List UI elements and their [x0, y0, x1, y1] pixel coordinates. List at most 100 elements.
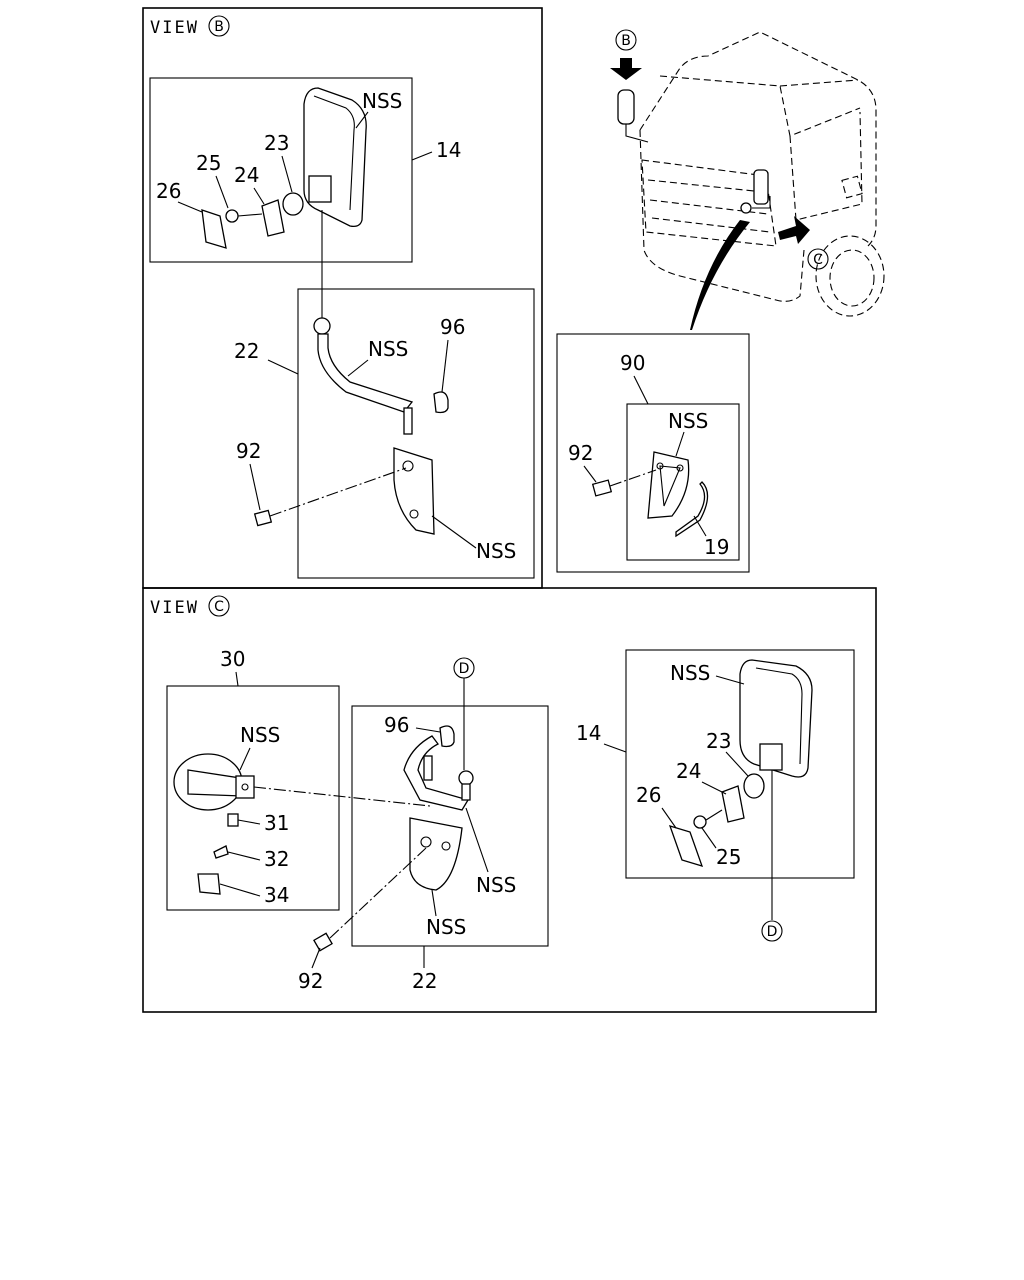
cab-front-lower — [639, 129, 805, 302]
truck-right-mirror — [753, 169, 769, 205]
bracket-hole-bottom — [409, 509, 419, 519]
view-b-title: VIEW — [150, 18, 199, 38]
label-96: 96 — [440, 315, 465, 339]
leader-90 — [633, 375, 649, 405]
leader-22 — [267, 359, 299, 375]
leader-26 — [177, 201, 203, 213]
leader-26 — [661, 807, 677, 829]
part-30-clamp — [235, 775, 255, 799]
leader-23 — [725, 751, 749, 777]
view-c-box-22: D 96 NSS NSS 92 22 — [298, 657, 549, 993]
view-c-box-14: D 14 NSS 23 24 25 26 — [576, 649, 855, 942]
bracket-hole-b — [441, 841, 451, 851]
arrow-c-circle — [807, 248, 829, 270]
part-19-shape — [675, 481, 709, 538]
part-31-shape — [227, 813, 239, 827]
label-nss: NSS — [668, 409, 708, 433]
cab-outline-top — [639, 31, 877, 247]
label-nss-top: NSS — [368, 337, 408, 361]
d-marker: D — [459, 661, 470, 677]
label-31: 31 — [264, 811, 289, 835]
cab-roof-lines — [659, 75, 861, 137]
leader-nss-bottom — [431, 889, 437, 917]
truck-right-mirror-arm — [752, 196, 771, 209]
cab-grille-lines — [647, 179, 771, 233]
part-25-shape — [693, 815, 707, 829]
part-25-shape — [225, 209, 239, 223]
leader-92 — [583, 465, 597, 483]
cab-door-handle — [841, 175, 863, 199]
label-24: 24 — [234, 163, 259, 187]
part-24-shape — [721, 785, 745, 823]
mirror-box-frame — [149, 77, 413, 263]
arrow-b-circle — [615, 29, 637, 51]
leader-24 — [253, 187, 265, 205]
d-marker-circle — [761, 920, 783, 942]
label-23: 23 — [706, 729, 731, 753]
label-92: 92 — [236, 439, 261, 463]
truck-left-mirror-arm — [625, 124, 649, 143]
detail-90-inner-frame — [626, 403, 740, 561]
part-90-cutout — [659, 465, 681, 507]
view-c-box-30: 30 NSS 31 32 34 — [166, 647, 431, 911]
mirror-socket — [308, 175, 332, 203]
label-34: 34 — [264, 883, 289, 907]
truck-right-mirror-mount — [740, 202, 752, 214]
view-b-marker-circle — [208, 15, 230, 37]
truck-overview: B C — [610, 29, 885, 330]
part-34-shape — [197, 873, 221, 895]
label-26: 26 — [156, 179, 181, 203]
arrow-c-label: C — [813, 252, 823, 268]
label-32: 32 — [264, 847, 289, 871]
label-22: 22 — [412, 969, 437, 993]
detail-90-frame — [556, 333, 750, 573]
arm-ball — [313, 317, 331, 335]
mirror-head-shape — [303, 87, 367, 228]
label-92: 92 — [298, 969, 323, 993]
view-b-bracket-box: 22 NSS 96 92 NSS — [234, 288, 535, 579]
label-30: 30 — [220, 647, 245, 671]
bracket-hole — [420, 836, 432, 848]
box-30-frame — [166, 685, 340, 911]
part-96-shape — [433, 391, 449, 414]
cab-wheel-inner — [829, 249, 875, 307]
leader-96 — [415, 727, 441, 733]
mirror-head-rim — [755, 667, 803, 765]
view-b-panel: VIEW B NSS 14 23 24 25 — [142, 7, 543, 589]
part-92-screw — [591, 479, 613, 497]
arm-tube — [403, 735, 469, 811]
part-92-shape — [253, 509, 273, 527]
label-nss-bottom: NSS — [426, 915, 466, 939]
box-22-frame — [351, 705, 549, 947]
screw-25-axis — [237, 213, 263, 217]
view-c-frame — [142, 587, 877, 1013]
detail-92-centerline — [609, 469, 657, 487]
box-14-frame — [625, 649, 855, 879]
leader-24 — [701, 781, 727, 795]
leader-nss-top — [347, 359, 369, 377]
screw-92-centerline — [329, 847, 427, 939]
arm-tube — [317, 333, 414, 413]
part-90-hole-a — [656, 462, 664, 470]
screw-92-centerline — [269, 467, 407, 517]
detail-90-panel: 90 NSS 92 19 — [556, 333, 750, 573]
leader-nss-bottom — [431, 515, 477, 549]
screw-25-axis — [705, 809, 723, 821]
part-96-shape — [439, 725, 455, 748]
leader-nss — [239, 747, 251, 771]
label-96: 96 — [384, 713, 409, 737]
label-24: 24 — [676, 759, 701, 783]
part-23-shape — [743, 773, 765, 799]
mirror-head-shape — [739, 659, 813, 778]
box-30-centerline — [253, 786, 431, 807]
label-14: 14 — [576, 721, 601, 745]
d-marker: D — [767, 924, 778, 940]
leader-nss — [355, 111, 369, 129]
leader-14 — [411, 151, 433, 161]
leader-25 — [215, 175, 229, 209]
label-nss: NSS — [670, 661, 710, 685]
cab-wheel-outer — [815, 235, 885, 317]
view-c-title: VIEW — [150, 598, 199, 618]
arm-ball — [458, 770, 474, 786]
part-26-shape — [201, 209, 227, 249]
